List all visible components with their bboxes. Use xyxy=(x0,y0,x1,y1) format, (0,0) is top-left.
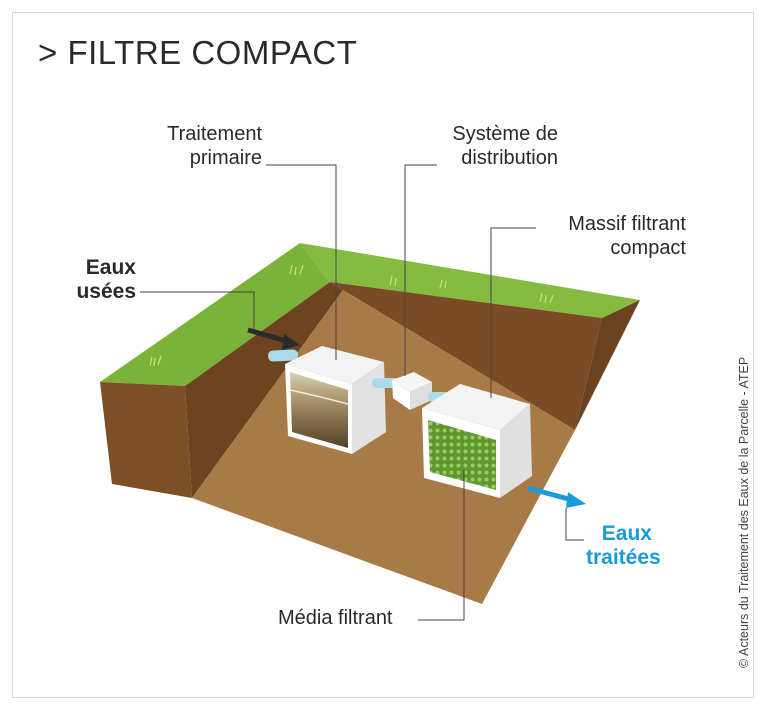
label-distribution-line1: Système de xyxy=(452,123,558,145)
label-distribution-system: Système de distribution xyxy=(424,122,558,170)
outlet-arrow xyxy=(527,485,586,508)
label-wastewater: Eaux usées xyxy=(70,256,136,304)
filter-media-block xyxy=(428,420,496,490)
label-primary-line2: primaire xyxy=(189,147,262,169)
label-compact-filter-bed: Massif filtrant compact xyxy=(538,212,686,260)
label-treated-line1: Eaux xyxy=(601,522,652,545)
label-massif-line1: Massif filtrant xyxy=(568,213,686,235)
label-treated-line2: traitées xyxy=(586,546,661,569)
label-massif-line2: compact xyxy=(610,237,686,259)
soil-wall-back xyxy=(330,282,602,430)
compact-filter-tank xyxy=(422,384,532,498)
label-distribution-line2: distribution xyxy=(461,147,558,169)
label-wastewater-line1: Eaux xyxy=(85,256,136,279)
soil-wall-right xyxy=(575,300,640,430)
grass-surface-back xyxy=(300,243,640,318)
label-primary-treatment: Traitement primaire xyxy=(146,122,262,170)
inlet-pipe xyxy=(268,349,299,362)
inlet-arrow xyxy=(247,327,300,350)
label-primary-line1: Traitement xyxy=(167,123,262,145)
label-wastewater-line2: usées xyxy=(76,280,136,303)
soil-wall-left xyxy=(100,382,192,498)
leader-lines xyxy=(140,164,584,621)
primary-tank xyxy=(285,346,386,454)
grass-surface-left xyxy=(100,243,330,386)
diagram-title: > FILTRE COMPACT xyxy=(38,34,358,71)
soil-wall-inner-left xyxy=(185,282,343,498)
grass-tufts xyxy=(149,264,554,367)
label-filter-media: Média filtrant xyxy=(278,607,393,629)
diagram-frame xyxy=(12,12,754,698)
copyright-notice: © Acteurs du Traitement des Eaux de la P… xyxy=(737,356,751,668)
distribution-box xyxy=(392,372,432,410)
label-treated-water: Eaux traitées xyxy=(586,522,661,570)
